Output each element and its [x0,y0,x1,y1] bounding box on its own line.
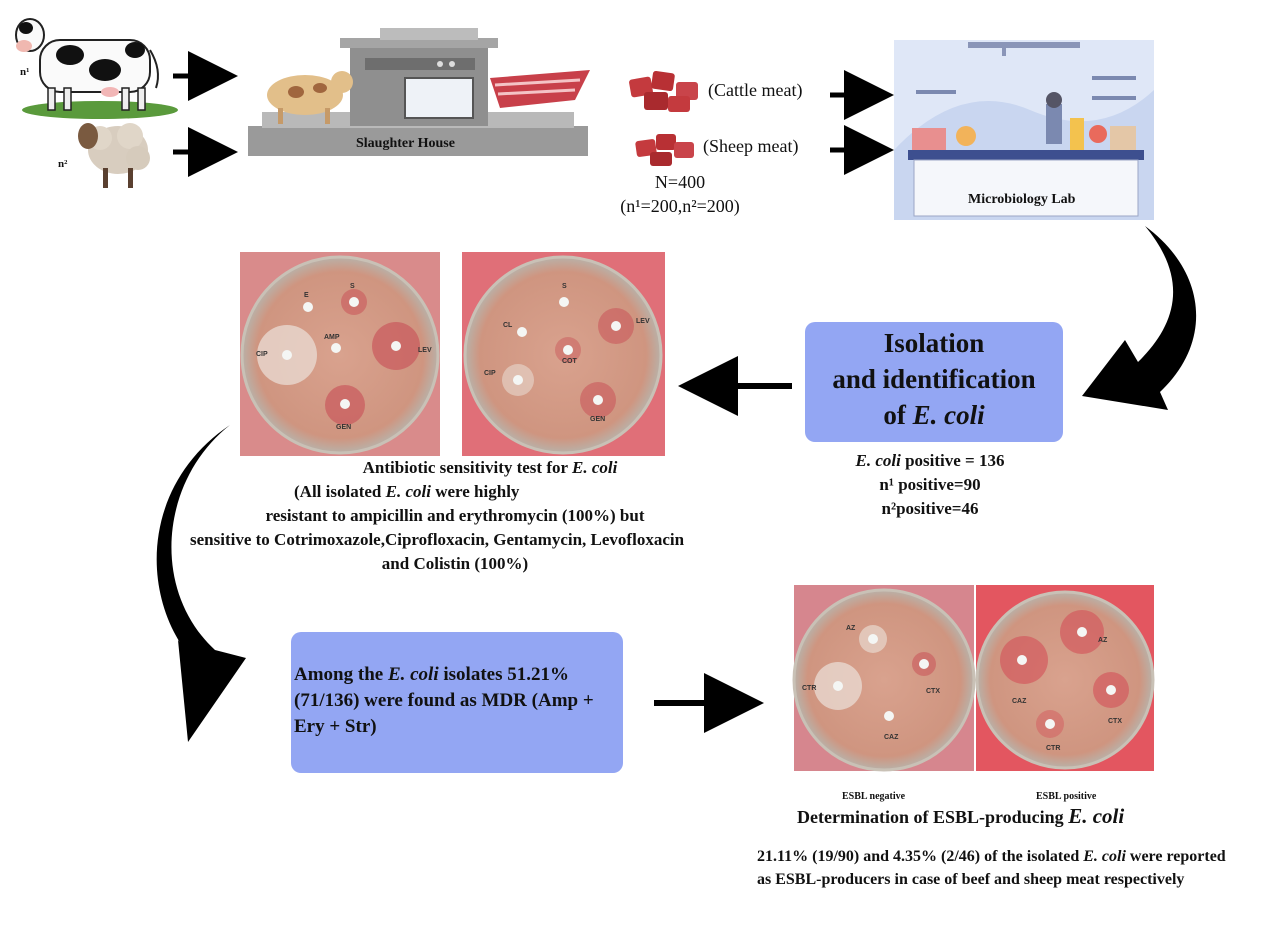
ast-plate-2 [462,252,665,456]
disk-label: CIP [484,370,496,377]
disk-label: CTR [1046,745,1061,752]
esbl-result-text: 21.11% (19/90) and 4.35% (2/46) of the i… [757,848,1226,888]
disk-label: COT [562,358,577,365]
esbl-negative-label: ESBL negative [842,791,906,802]
esbl-negative-plate [792,585,976,772]
disk-label: S [350,283,355,290]
microbiology-lab-icon [894,40,1154,220]
ast-line3: resistant to ampicillin and erythromycin… [265,506,645,525]
disk-label: CL [503,322,513,329]
disk-label: CAZ [1012,698,1027,705]
sheep-meat-label: (Sheep meat) [703,136,799,156]
disk-label: S [562,283,567,290]
cattle-meat-icon [629,70,698,112]
cattle-meat-label: (Cattle meat) [708,80,803,100]
disk-label: CAZ [884,734,899,741]
isolation-stats-line1: E. coli positive = 136 [855,451,1005,470]
sheep-meat-icon [635,134,694,166]
ast-line2: (All isolated E. coli were highly [294,482,520,501]
slaughter-house-label: Slaughter House [356,136,455,151]
disk-label: E [304,292,309,299]
isolation-title-line2: and identification [832,364,1036,394]
disk-label: CIP [256,351,268,358]
ast-plate-1 [240,252,440,456]
sample-split: (n¹=200,n²=200) [620,196,740,216]
mdr-box: Among the E. coli isolates 51.21% (71/13… [291,632,623,773]
disk-label: CTR [802,685,817,692]
disk-label: LEV [636,318,650,325]
mdr-text: Among the E. coli isolates 51.21% (71/13… [294,664,594,737]
lab-label: Microbiology Lab [968,192,1076,207]
esbl-title: Determination of ESBL-producing E. coli [797,804,1125,828]
curved-arrow-ast-to-mdr [156,425,246,742]
disk-label: GEN [590,416,606,423]
disk-label: CTX [1108,718,1122,725]
disk-label: AZ [1098,637,1108,644]
ast-line5: and Colistin (100%) [381,554,529,573]
cattle-count-label: n¹ [20,66,30,78]
ast-title: Antibiotic sensitivity test for E. coli [362,458,618,477]
ast-line4: sensitive to Cotrimoxazole,Ciprofloxacin… [190,530,685,549]
cow-icon [15,18,178,119]
isolation-stats-line2: n¹ positive=90 [879,475,981,494]
disk-label: GEN [336,424,352,431]
isolation-box: Isolation and identification of E. coli [805,322,1063,442]
esbl-positive-plate [975,585,1155,771]
isolation-stats-line3: n²positive=46 [881,499,979,518]
sheep-icon [78,123,150,188]
disk-label: CTX [926,688,940,695]
curved-arrow-lab-to-isolation [1082,226,1197,410]
isolation-title-line3: of E. coli [883,400,985,430]
isolation-title-line1: Isolation [883,328,985,358]
esbl-positive-label: ESBL positive [1036,791,1097,802]
disk-label: AMP [324,334,340,341]
disk-label: LEV [418,347,432,354]
slaughter-house-icon [248,28,590,156]
sheep-count-label: n² [58,158,68,170]
sample-total: N=400 [654,172,706,192]
disk-label: AZ [846,625,856,632]
